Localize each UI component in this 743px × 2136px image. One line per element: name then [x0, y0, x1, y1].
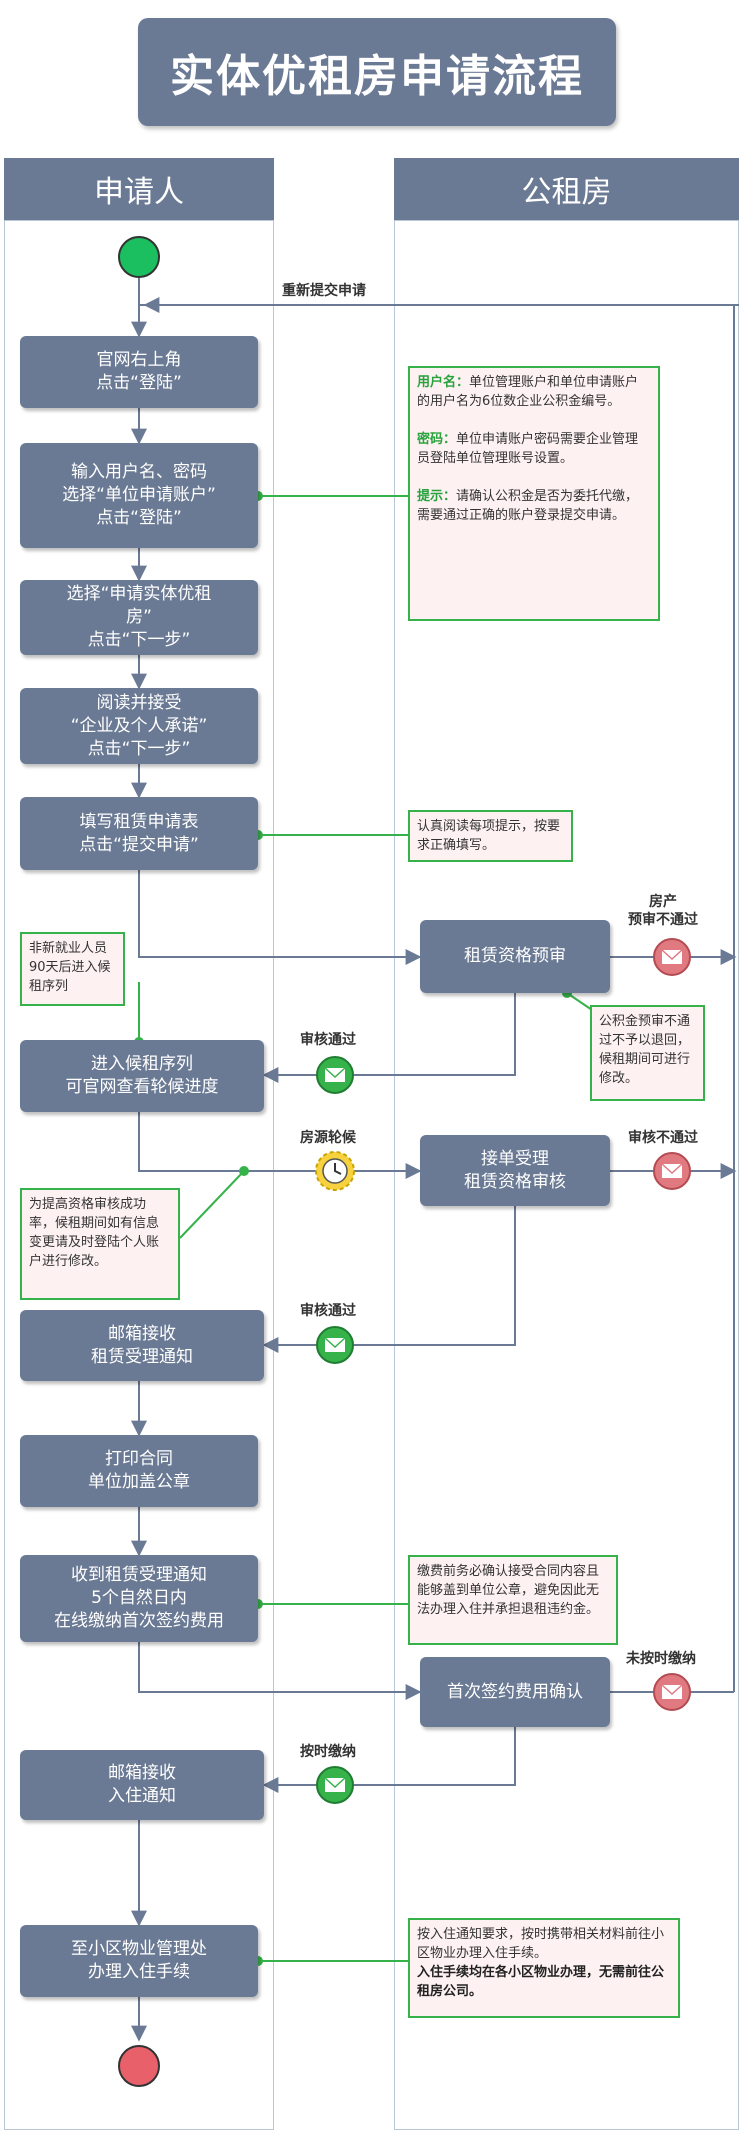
- note-queue-a: 非新就业人员90天后进入候租序列: [20, 932, 125, 1006]
- step-email1: 邮箱接收租赁受理通知: [20, 1310, 264, 1381]
- step-queue: 进入候租序列可官网查看轮候进度: [20, 1040, 264, 1112]
- note-checkin: 按入住通知要求，按时携带相关材料前往小区物业办理入住手续。 入住手续均在各小区物…: [408, 1918, 680, 2018]
- edge-accept-email1: [262, 1206, 516, 1353]
- label-queue-turn: 房源轮候: [300, 1130, 356, 1146]
- step-choose: 选择“申请实体优租房”点击“下一步”: [20, 580, 258, 655]
- note-dot-queue-tip: [239, 1166, 249, 1176]
- page-title: 实体优租房申请流程: [138, 18, 616, 126]
- step-agree: 阅读并接受“企业及个人承诺”点击“下一步”: [20, 688, 258, 764]
- label-resubmit: 重新提交申请: [282, 283, 366, 299]
- label-pass2: 审核通过: [300, 1303, 356, 1319]
- edge-pay-confirm: [138, 1642, 422, 1700]
- end-node: [118, 2045, 160, 2087]
- note-fill: 认真阅读每项提示，按要求正确填写。: [408, 810, 573, 862]
- start-node: [118, 236, 160, 278]
- label-fail2: 审核不通过: [628, 1130, 698, 1146]
- label-pass1: 审核通过: [300, 1032, 356, 1048]
- note-pay: 缴费前务必确认接受合同内容且能够盖到单位公章，避免因此无法办理入住并承担退租违约…: [408, 1555, 618, 1645]
- step-print: 打印合同单位加盖公章: [20, 1435, 258, 1507]
- lane-header-applicant: 申请人: [4, 158, 274, 220]
- step-prereview: 租赁资格预审: [420, 920, 610, 993]
- step-checkin: 至小区物业管理处办理入住手续: [20, 1925, 258, 1997]
- note-account: 用户名：单位管理账户和单位申请账户的用户名为6位数企业公积金编号。 密码：单位申…: [408, 366, 660, 621]
- clock-icon: [315, 1151, 355, 1191]
- lane-header-housing: 公租房: [394, 158, 739, 220]
- fail-envelope-icon-3: [653, 1673, 691, 1711]
- pass-envelope-icon-3: [316, 1766, 354, 1804]
- fail-envelope-icon-1: [653, 938, 691, 976]
- step-email2: 邮箱接收入住通知: [20, 1750, 264, 1820]
- note-queue-tip: 为提高资格审核成功率，候租期间如有信息变更请及时登陆个人账户进行修改。: [20, 1188, 180, 1300]
- label-late: 未按时缴纳: [626, 1651, 696, 1667]
- pass-envelope-icon-2: [316, 1326, 354, 1364]
- label-prereview-fail: 房产预审不通过: [628, 894, 698, 928]
- step-confirm: 首次签约费用确认: [420, 1657, 610, 1727]
- note-link-queue-tip: [179, 1170, 245, 1239]
- edge-queue-accept: [138, 1112, 422, 1179]
- step-accept: 接单受理租赁资格审核: [420, 1135, 610, 1206]
- pass-envelope-icon-1: [316, 1056, 354, 1094]
- note-prereview: 公积金预审不通过不予以退回，候租期间可进行修改。: [590, 1005, 705, 1101]
- label-ontime: 按时缴纳: [300, 1744, 356, 1760]
- step-fill: 填写租赁申请表点击“提交申请”: [20, 797, 258, 870]
- step-account: 输入用户名、密码选择“单位申请账户”点击“登陆”: [20, 443, 258, 548]
- fail-envelope-icon-2: [653, 1152, 691, 1190]
- edge-fill-prereview: [138, 870, 422, 965]
- step-login: 官网右上角点击“登陆”: [20, 336, 258, 408]
